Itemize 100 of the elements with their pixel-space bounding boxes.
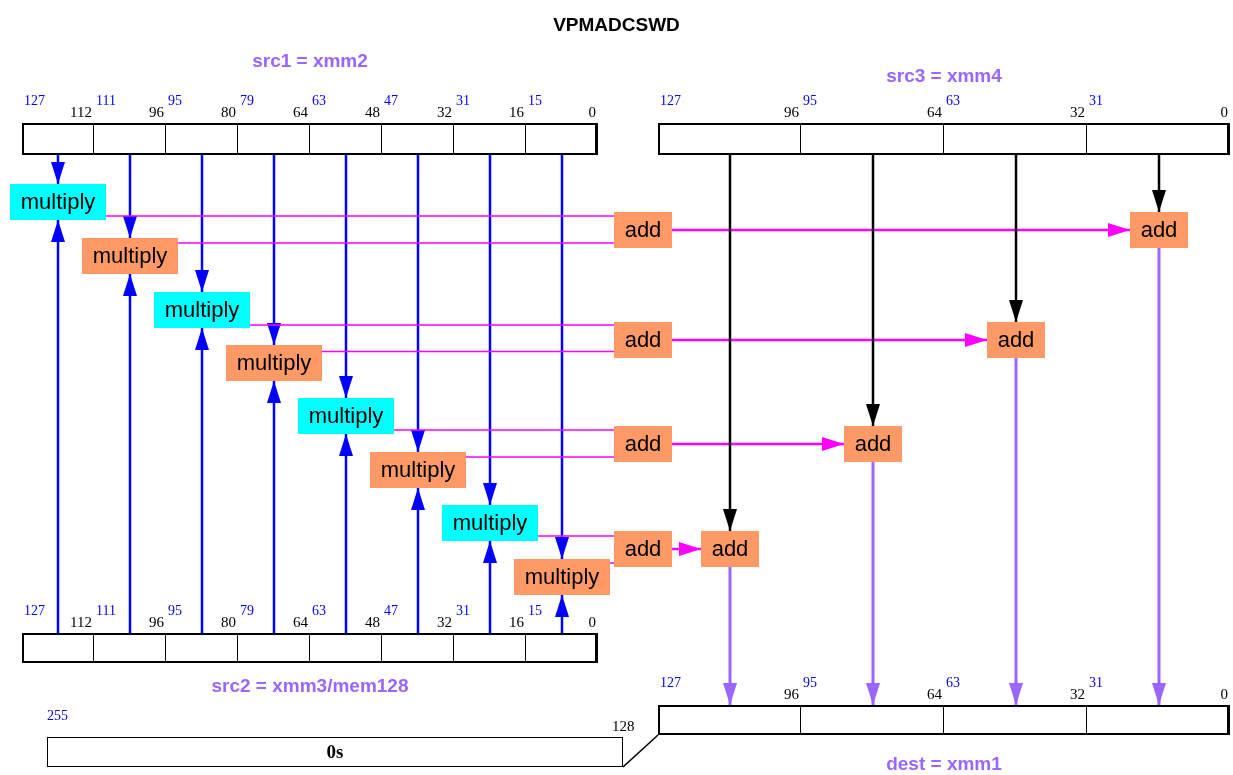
bit-number: 112 bbox=[70, 104, 92, 121]
bit-number: 32 bbox=[437, 614, 452, 631]
arrow bbox=[267, 381, 281, 633]
arrow bbox=[672, 333, 987, 347]
bit-number: 127 bbox=[660, 675, 681, 691]
operation-box: multiply bbox=[370, 452, 466, 488]
operation-box: add bbox=[987, 322, 1045, 358]
arrow bbox=[866, 462, 880, 705]
operation-box: multiply bbox=[442, 505, 538, 541]
operation-box: add bbox=[844, 426, 902, 462]
bit-number: 64 bbox=[927, 686, 942, 703]
bit-number: 96 bbox=[784, 104, 799, 121]
register-name: src3 = xmm4 bbox=[886, 65, 1002, 87]
operation-box: multiply bbox=[10, 184, 106, 220]
arrow bbox=[723, 567, 737, 705]
connector-line bbox=[249, 324, 615, 326]
connector-line bbox=[465, 456, 615, 458]
arrow bbox=[339, 434, 353, 633]
arrow bbox=[123, 155, 137, 238]
arrow bbox=[411, 488, 425, 633]
bit-number: 31 bbox=[456, 93, 470, 109]
arrow bbox=[672, 223, 1130, 237]
diagram-title: VPMADCSWD bbox=[553, 14, 680, 36]
bit-number: 15 bbox=[528, 603, 542, 619]
bit-number: 96 bbox=[149, 104, 164, 121]
bit-number: 32 bbox=[437, 104, 452, 121]
bit-number: 0 bbox=[588, 614, 596, 631]
bit-number: 111 bbox=[96, 93, 116, 109]
bit-number: 96 bbox=[784, 686, 799, 703]
arrow bbox=[411, 155, 425, 452]
arrow bbox=[195, 155, 209, 292]
operation-box: multiply bbox=[154, 292, 250, 328]
arrow bbox=[672, 437, 844, 451]
arrow bbox=[1152, 155, 1166, 212]
bit-number: 31 bbox=[1089, 675, 1103, 691]
bit-number: 48 bbox=[365, 104, 380, 121]
bit-number: 111 bbox=[96, 603, 116, 619]
bit-number: 0 bbox=[1220, 104, 1228, 121]
bit-number: 31 bbox=[456, 603, 470, 619]
arrow bbox=[195, 328, 209, 633]
bit-number: 255 bbox=[47, 708, 68, 724]
bit-number: 0 bbox=[588, 104, 596, 121]
bit-number: 31 bbox=[1089, 93, 1103, 109]
bit-number: 95 bbox=[803, 675, 817, 691]
connector-line bbox=[177, 242, 615, 244]
bit-number: 79 bbox=[240, 603, 254, 619]
bit-number: 95 bbox=[803, 93, 817, 109]
operation-box: add bbox=[614, 322, 672, 358]
bit-number: 95 bbox=[168, 603, 182, 619]
operation-box: add bbox=[614, 531, 672, 567]
register-name: src1 = xmm2 bbox=[252, 50, 368, 72]
bit-number: 63 bbox=[946, 675, 960, 691]
arrow bbox=[123, 274, 137, 633]
arrow bbox=[555, 155, 569, 559]
arrow bbox=[866, 155, 880, 426]
bit-number: 63 bbox=[312, 93, 326, 109]
connector-line bbox=[622, 734, 659, 768]
operation-box: add bbox=[701, 531, 759, 567]
operation-box: multiply bbox=[82, 238, 178, 274]
arrow bbox=[483, 541, 497, 633]
connector-line bbox=[609, 562, 615, 564]
bit-number: 80 bbox=[221, 614, 236, 631]
operation-box: add bbox=[614, 212, 672, 248]
operation-box: multiply bbox=[226, 345, 322, 381]
bit-number: 16 bbox=[509, 614, 524, 631]
bit-number: 128 bbox=[612, 718, 635, 735]
bit-number: 16 bbox=[509, 104, 524, 121]
register-name: src2 = xmm3/mem128 bbox=[211, 675, 409, 697]
bit-number: 79 bbox=[240, 93, 254, 109]
bit-number: 48 bbox=[365, 614, 380, 631]
bit-number: 96 bbox=[149, 614, 164, 631]
bit-number: 63 bbox=[312, 603, 326, 619]
connector-line bbox=[321, 350, 615, 353]
bit-number: 15 bbox=[528, 93, 542, 109]
bit-number: 95 bbox=[168, 93, 182, 109]
bit-number: 32 bbox=[1070, 104, 1085, 121]
bit-number: 47 bbox=[384, 93, 398, 109]
arrow bbox=[672, 542, 701, 556]
bit-number: 127 bbox=[660, 93, 681, 109]
bit-number: 80 bbox=[221, 104, 236, 121]
arrow bbox=[723, 155, 737, 531]
bit-number: 64 bbox=[293, 614, 308, 631]
bit-number: 127 bbox=[24, 603, 45, 619]
bit-number: 112 bbox=[70, 614, 92, 631]
register-name: dest = xmm1 bbox=[886, 753, 1002, 775]
arrow bbox=[339, 155, 353, 398]
connector-line bbox=[105, 215, 615, 217]
arrow bbox=[483, 155, 497, 505]
bit-number: 64 bbox=[927, 104, 942, 121]
bit-number: 47 bbox=[384, 603, 398, 619]
operation-box: multiply bbox=[514, 559, 610, 595]
arrow bbox=[555, 595, 569, 633]
arrow bbox=[51, 155, 65, 184]
register-field: 0s bbox=[47, 737, 623, 767]
connector-line bbox=[393, 429, 615, 431]
operation-box: add bbox=[1130, 212, 1188, 248]
arrow bbox=[51, 220, 65, 633]
arrow bbox=[267, 155, 281, 345]
bit-number: 127 bbox=[24, 93, 45, 109]
operation-box: add bbox=[614, 426, 672, 462]
